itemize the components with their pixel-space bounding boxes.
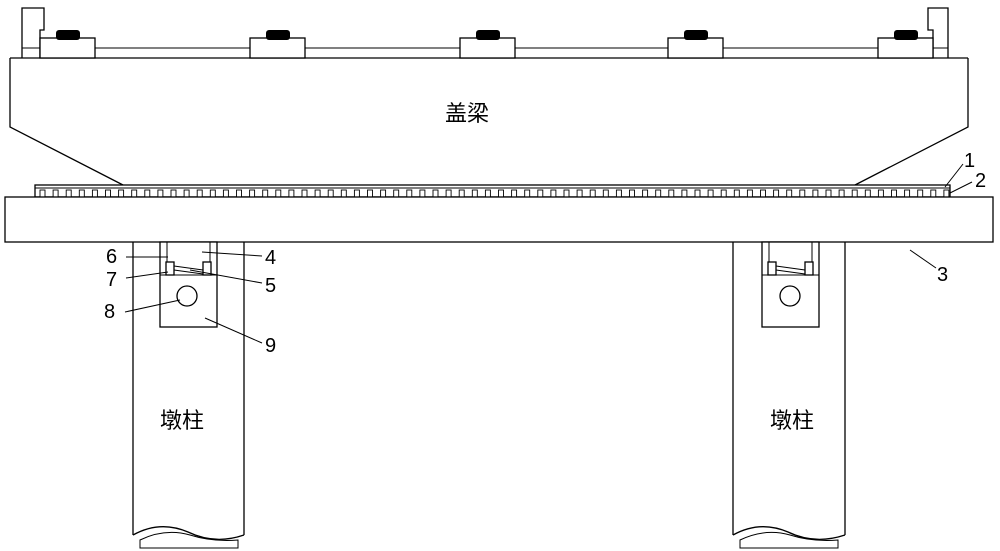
strip-hole [642,189,649,198]
strip-hole [524,189,531,198]
strip-hole [602,189,609,198]
strip-hole [380,189,387,198]
strip-hole [340,189,347,198]
strip-hole [563,189,570,198]
strip-hole [301,189,308,198]
strip-hole [733,189,740,198]
strip-hole [236,189,242,198]
strip-hole [930,189,937,198]
strip-hole [39,189,46,198]
strip-hole [904,189,911,198]
bearing-1 [39,30,96,59]
strip-hole [681,189,688,198]
strip-hole [589,189,596,198]
strip-hole [799,189,806,198]
bracket-9 [159,241,218,328]
strip-hole [406,189,413,198]
strip-hole [484,189,491,198]
strip-hole [222,189,229,198]
strip-hole [471,189,478,198]
callout-1: 1 [964,150,975,172]
strip-hole [131,189,138,198]
strip-hole [498,189,504,198]
callout-5: 5 [265,275,276,297]
strip-hole [891,189,897,198]
leader-lines [124,163,973,344]
pier-left [132,241,245,549]
strip-hole [65,189,72,198]
strip-hole [917,189,924,198]
pier-right-label: 墩柱 [770,409,814,434]
plate-3 [4,196,994,243]
strip-hole [537,189,544,198]
callout-9: 9 [265,335,276,357]
strip-hole [851,189,858,198]
strip-hole [52,189,59,198]
strip-hole [668,189,675,198]
strip-hole [943,189,950,198]
pier-left-label: 墩柱 [160,409,204,434]
callout-4: 4 [265,247,276,269]
strip-hole [825,189,832,198]
strip-hole [694,189,701,198]
callout-3: 3 [937,264,948,286]
strip-hole [209,189,216,198]
strip-hole [196,189,203,198]
strip-hole [353,189,360,198]
cap-beam-label: 盖梁 [445,102,489,127]
strip-hole [170,189,177,198]
strip-hole [432,189,439,198]
strip-hole [760,189,766,198]
bearing-5 [877,30,934,59]
strip-hole [105,189,111,198]
strip-hole [864,189,871,198]
callout-8: 8 [104,301,115,323]
strip-hole [249,189,256,198]
strip-hole [327,189,334,198]
strip-hole [183,189,190,198]
strip-hole [288,189,295,198]
strip-hole [445,189,452,198]
strip-hole [707,189,714,198]
strip-hole [812,189,819,198]
strip-hole [720,189,727,198]
strip-hole [91,189,98,198]
strip-hole [838,189,845,198]
strip-hole [550,189,557,198]
strip-hole [746,189,753,198]
strip-hole [393,189,400,198]
bearing-2 [249,30,306,59]
strip-hole [367,189,373,198]
callout-7: 7 [106,269,117,291]
strip-hole [511,189,518,198]
strip-hole [144,189,151,198]
strip-hole [576,189,583,198]
strip-hole [262,189,269,198]
strip-hole [773,189,780,198]
pier-right [732,241,846,549]
strip-hole [615,189,622,198]
perforated-strip [34,184,951,198]
bearing-4 [667,30,724,59]
strip-hole [877,189,884,198]
strip-hole [458,189,465,198]
strip-hole [157,189,164,198]
callout-2: 2 [975,170,986,192]
strip-hole [419,189,426,198]
strip-hole [786,189,793,198]
callout-6: 6 [106,246,117,268]
strip-hole [314,189,321,198]
strip-hole [118,189,125,198]
strip-hole [275,189,282,198]
strip-hole [655,189,662,198]
bearing-3 [459,30,516,59]
strip-hole [629,189,635,198]
top-bearings [39,30,934,59]
strip-hole [78,189,85,198]
pin-8 [176,285,198,307]
